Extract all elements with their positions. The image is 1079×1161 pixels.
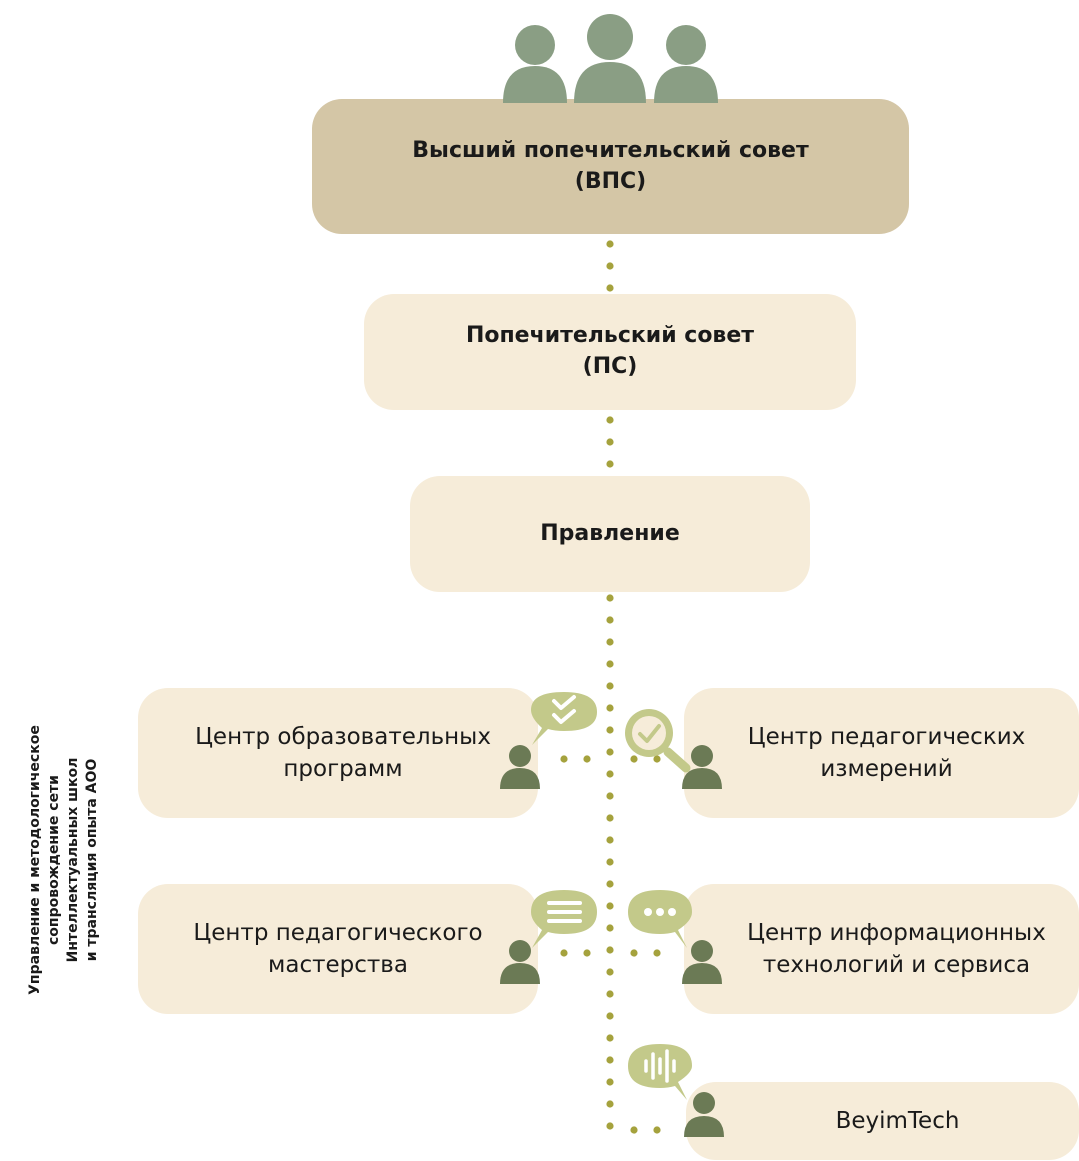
connector-dot bbox=[606, 1012, 614, 1020]
node-cits-label: Центр информационных технологий и сервис… bbox=[747, 919, 1046, 978]
connector-dot bbox=[606, 240, 614, 248]
audio-chat-icon bbox=[628, 1044, 692, 1100]
person-icon bbox=[682, 745, 722, 789]
node-cop: Центр образовательных программ bbox=[138, 688, 538, 818]
search-check-icon bbox=[625, 709, 691, 773]
connector-dot bbox=[606, 1034, 614, 1042]
connector-dot bbox=[606, 638, 614, 646]
node-cpm-label: Центр педагогического мастерства bbox=[193, 919, 483, 978]
connector-dot bbox=[606, 748, 614, 756]
person-icon bbox=[684, 1092, 724, 1137]
node-cop-label: Центр образовательных программ bbox=[195, 723, 491, 782]
connector-dot bbox=[606, 770, 614, 778]
connector-dot bbox=[606, 682, 614, 690]
connector-dot bbox=[606, 660, 614, 668]
node-cits: Центр информационных технологий и сервис… bbox=[684, 884, 1079, 1014]
connector-dot bbox=[606, 968, 614, 976]
connector-dot bbox=[606, 704, 614, 712]
person-icon bbox=[500, 940, 540, 984]
node-vps: Высший попечительский совет (ВПС) bbox=[312, 99, 909, 234]
connector-dot bbox=[606, 902, 614, 910]
connector-dot bbox=[606, 1056, 614, 1064]
connector-dot bbox=[630, 755, 638, 763]
connector-dot bbox=[606, 594, 614, 602]
connector-dot bbox=[653, 1126, 661, 1134]
ellipsis-chat-icon bbox=[628, 890, 692, 948]
connector-dot bbox=[560, 949, 568, 957]
connector-dot bbox=[606, 924, 614, 932]
node-cpi: Центр педагогических измерений bbox=[684, 688, 1079, 818]
node-ps: Попечительский совет (ПС) bbox=[364, 294, 856, 410]
node-board-label: Правление bbox=[540, 520, 680, 546]
connector-dot bbox=[606, 1078, 614, 1086]
connector-dot bbox=[606, 1122, 614, 1130]
connector-dot bbox=[653, 755, 661, 763]
node-beyim-label: BeyimTech bbox=[835, 1107, 960, 1134]
dotted-connectors bbox=[560, 240, 661, 1134]
node-beyim: BeyimTech bbox=[686, 1082, 1079, 1160]
connector-dot bbox=[560, 755, 568, 763]
check-chat-icon bbox=[531, 692, 597, 745]
connector-dot bbox=[606, 836, 614, 844]
text-chat-icon bbox=[531, 890, 597, 948]
connector-dot bbox=[583, 755, 591, 763]
connector-dot bbox=[606, 946, 614, 954]
connector-dot bbox=[606, 416, 614, 424]
connector-dot bbox=[606, 880, 614, 888]
node-cpi-label: Центр педагогических измерений bbox=[747, 723, 1026, 782]
person-icon bbox=[500, 745, 540, 789]
node-cpm: Центр педагогического мастерства bbox=[138, 884, 538, 1014]
connector-dot bbox=[606, 616, 614, 624]
connector-dot bbox=[606, 1100, 614, 1108]
connector-dot bbox=[606, 990, 614, 998]
person-icon bbox=[682, 940, 722, 984]
connector-dot bbox=[606, 460, 614, 468]
connector-dot bbox=[606, 726, 614, 734]
node-vps-label: Высший попечительский совет (ВПС) bbox=[412, 137, 809, 194]
connector-dot bbox=[630, 1126, 638, 1134]
people-group-icon bbox=[503, 14, 718, 103]
connector-dot bbox=[606, 284, 614, 292]
node-board: Правление bbox=[410, 476, 810, 592]
connector-dot bbox=[630, 949, 638, 957]
node-ps-label: Попечительский совет (ПС) bbox=[465, 323, 755, 379]
connector-dot bbox=[653, 949, 661, 957]
connector-dot bbox=[606, 858, 614, 866]
connector-dot bbox=[606, 438, 614, 446]
connector-dot bbox=[606, 792, 614, 800]
connector-dot bbox=[606, 814, 614, 822]
connector-dot bbox=[606, 262, 614, 270]
connector-dot bbox=[583, 949, 591, 957]
